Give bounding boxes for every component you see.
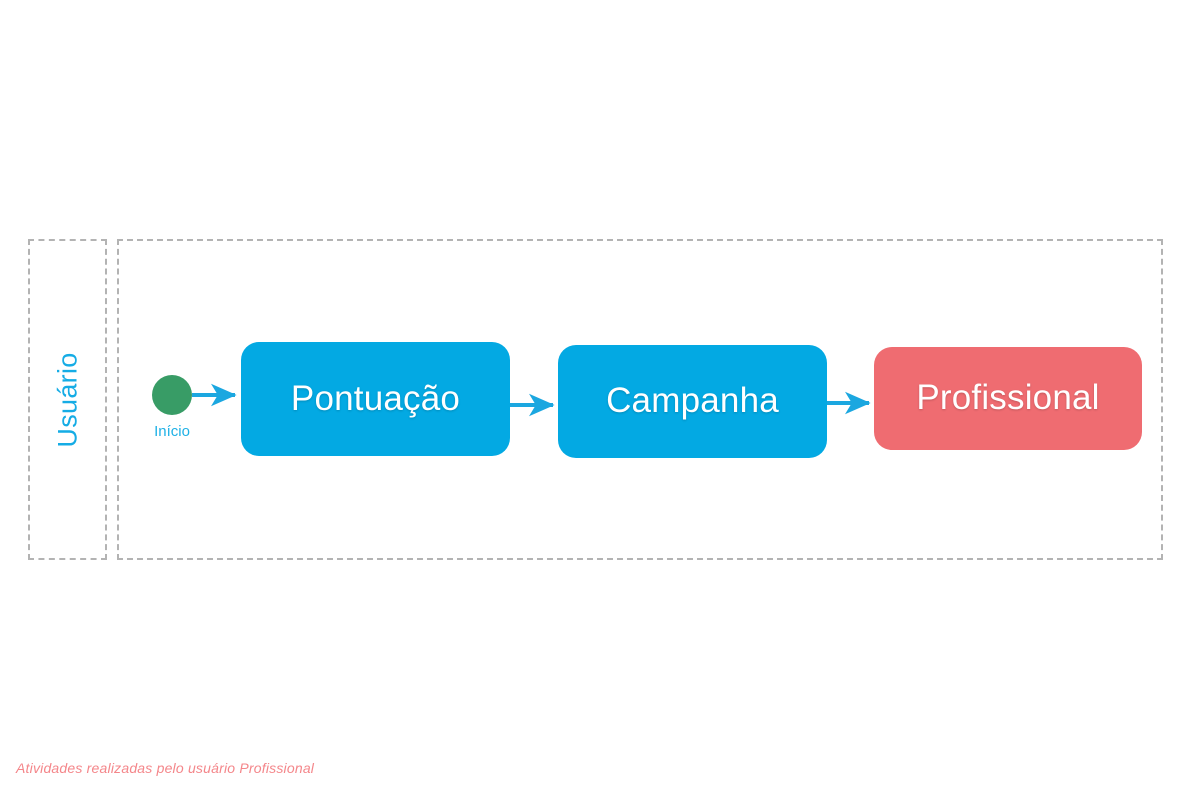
lane-title-usuario: Usuário <box>52 351 82 448</box>
task-node-profissional[interactable]: Profissional <box>874 347 1142 450</box>
start-event-label: Início <box>154 423 190 440</box>
task-node-pontuacao[interactable]: Pontuação <box>241 342 510 456</box>
footer-caption: Atividades realizadas pelo usuário Profi… <box>16 760 315 776</box>
task-label-profissional: Profissional <box>916 378 1100 418</box>
task-label-pontuacao: Pontuação <box>290 378 461 418</box>
task-label-campanha: Campanha <box>606 381 779 421</box>
lane-label-container: Usuário <box>28 239 107 560</box>
task-node-campanha[interactable]: Campanha <box>558 345 827 458</box>
start-event-icon[interactable] <box>152 375 192 415</box>
